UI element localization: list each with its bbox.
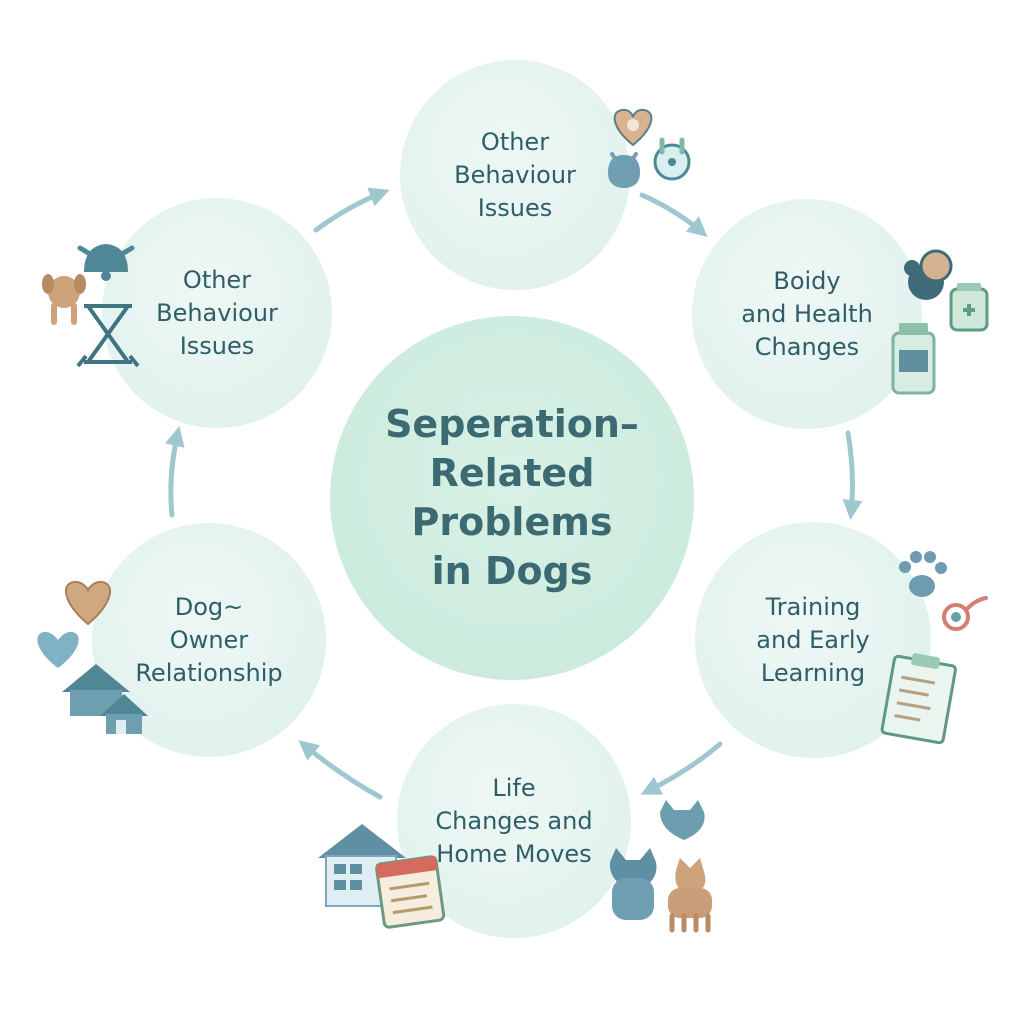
dog-bust-icon <box>904 249 953 300</box>
bell-icon <box>77 244 135 281</box>
heart-icon <box>37 631 79 668</box>
node-right: Boidy and Health Changes <box>692 199 922 429</box>
node-lower-right-label: Training and Early Learning <box>756 592 870 687</box>
arrow-lower-right-to-bottom <box>640 741 723 795</box>
pill-bottle-icon <box>891 323 936 395</box>
arrow-lower-left-to-top-left <box>165 426 185 518</box>
puppy-icon <box>42 274 86 325</box>
paw-print-icon <box>899 551 947 597</box>
node-right-label: Boidy and Health Changes <box>741 266 873 361</box>
arrow-top-left-to-top <box>313 187 390 233</box>
calendar-icon <box>375 855 446 929</box>
arrow-right-to-lower-right <box>842 430 863 520</box>
leash-icon <box>942 596 988 631</box>
house-icon <box>62 664 148 734</box>
node-top-left: Other Behaviour Issues <box>102 198 332 428</box>
heart-icon <box>613 108 653 147</box>
clipboard-icon <box>880 653 957 745</box>
node-top: Other Behaviour Issues <box>400 60 630 290</box>
medicine-jar-icon <box>949 283 989 332</box>
arrow-bottom-to-lower-left <box>298 740 383 800</box>
node-top-left-label: Other Behaviour Issues <box>156 265 278 360</box>
center-node: Seperation– Related Problems in Dogs <box>330 316 694 680</box>
arrow-top-to-right <box>639 192 708 237</box>
alarm-clock-icon <box>653 137 691 181</box>
cat-icon <box>609 800 705 920</box>
dog-icon <box>668 858 712 933</box>
pet-bowl-icon <box>608 152 640 188</box>
node-top-label: Other Behaviour Issues <box>454 127 576 222</box>
node-lower-left-label: Dog~ Owner Relationship <box>135 592 283 687</box>
node-bottom-label: Life Changes and Home Moves <box>435 773 593 868</box>
heart-icon <box>65 580 111 626</box>
hourglass-icon <box>76 304 140 368</box>
center-title: Seperation– Related Problems in Dogs <box>385 402 639 593</box>
